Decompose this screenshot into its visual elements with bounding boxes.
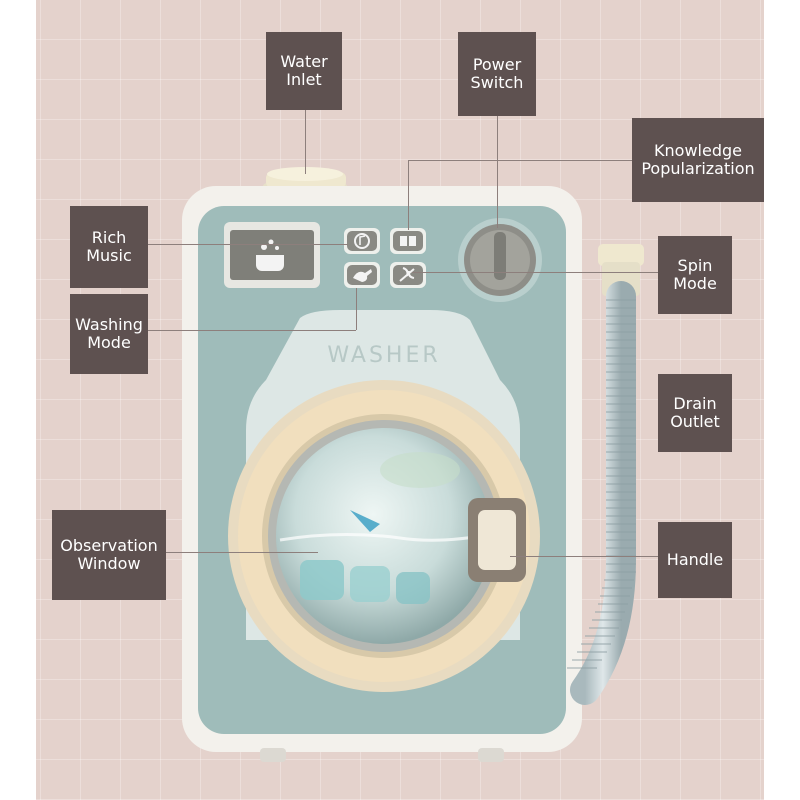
leader-rich-music: [148, 244, 348, 245]
spin-icon: [399, 267, 415, 282]
brand-text: WASHER: [327, 343, 440, 368]
leader-water-inlet: [305, 110, 306, 174]
door-assembly[interactable]: [228, 380, 540, 692]
label-handle: Handle: [658, 522, 732, 598]
washing-mode-button[interactable]: [344, 262, 380, 288]
leader-washing-mode-h: [148, 330, 356, 331]
leader-washing-mode-v: [356, 288, 357, 330]
book-icon: [400, 236, 416, 246]
leader-knowledge-h: [408, 160, 632, 161]
foot-right: [478, 748, 504, 762]
power-knob-icon: [494, 232, 506, 280]
right-white-margin: [764, 0, 800, 800]
knowledge-button[interactable]: [390, 228, 426, 254]
drain-hose: [567, 244, 644, 705]
bubble-tub-icon: [256, 255, 284, 271]
leader-observation: [166, 552, 318, 553]
leader-handle: [510, 556, 658, 557]
music-note-icon: [354, 233, 370, 249]
leader-power-switch: [497, 116, 498, 228]
display-panel: [224, 222, 320, 288]
rich-music-button[interactable]: [344, 228, 380, 254]
power-switch-knob[interactable]: [458, 218, 542, 302]
leader-knowledge-v: [408, 160, 409, 230]
door-handle[interactable]: [468, 498, 526, 582]
hand-wash-icon: [353, 269, 372, 282]
spin-mode-button[interactable]: [390, 262, 426, 288]
foot-left: [260, 748, 286, 762]
leader-spin-mode: [412, 272, 658, 273]
left-white-margin: [0, 0, 36, 800]
